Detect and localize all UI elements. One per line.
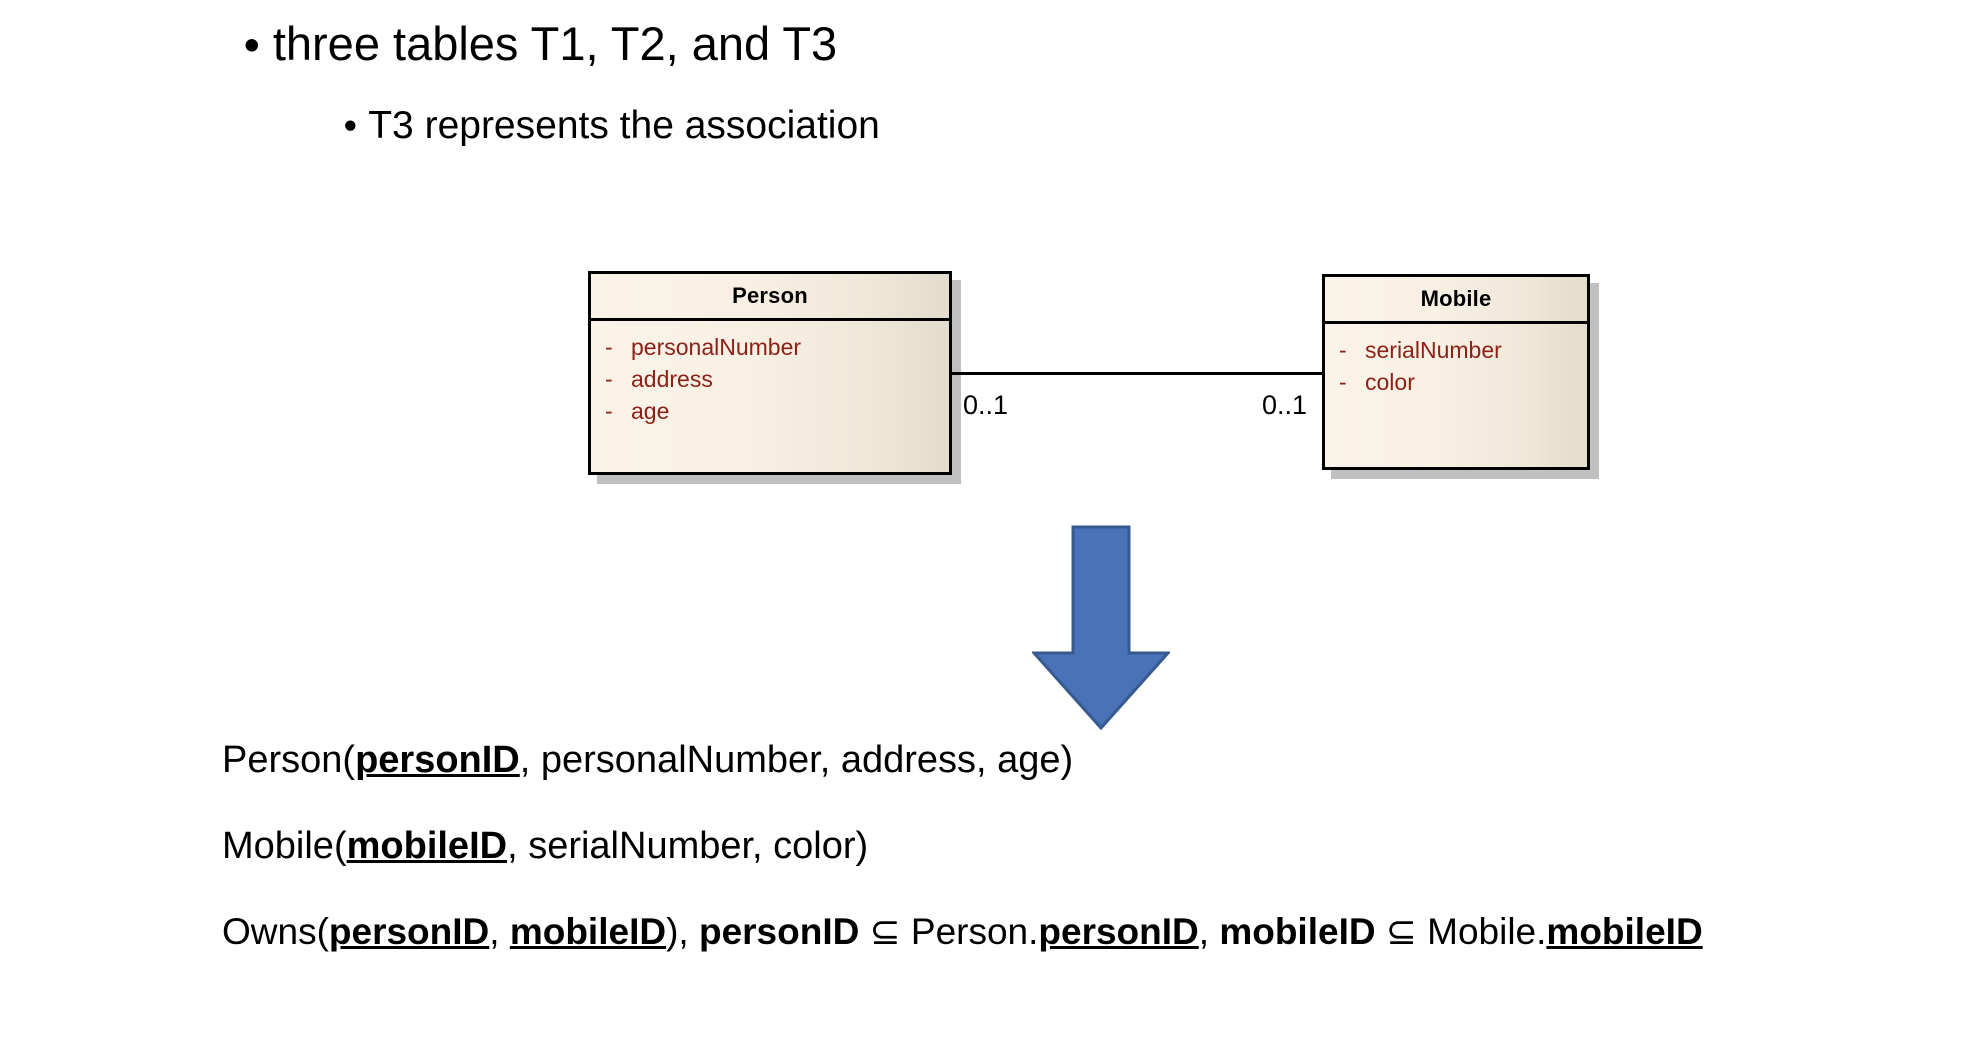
bullet-dot-icon: ● xyxy=(243,28,261,61)
uml-attribute-row: - personalNumber xyxy=(591,331,949,363)
uml-attribute-name: serialNumber xyxy=(1365,337,1502,363)
uml-class-person-title: Person xyxy=(591,274,949,321)
schema-token-key: personID xyxy=(355,739,520,781)
uml-class-person: Person - personalNumber - address - age xyxy=(588,271,952,475)
uml-class-mobile-attributes: - serialNumber - color xyxy=(1325,324,1587,408)
multiplicity-right: 0..1 xyxy=(1262,390,1308,420)
uml-attribute-visibility: - xyxy=(605,334,613,360)
uml-class-mobile-title: Mobile xyxy=(1325,277,1587,324)
schema-line-person: Person(personID, personalNumber, address… xyxy=(222,739,1074,782)
schema-token-key: mobileID xyxy=(509,911,667,952)
bullet-level1-text: three tables T1, T2, and T3 xyxy=(272,17,838,70)
schema-token-bold: mobileID xyxy=(1219,911,1376,952)
bullet-item-level2: ● T3 represents the association xyxy=(343,104,880,148)
schema-token-plain: ), xyxy=(666,911,699,952)
schema-line-mobile: Mobile(mobileID, serialNumber, color) xyxy=(222,825,869,868)
uml-attribute-name: personalNumber xyxy=(631,334,802,360)
uml-attribute-name: address xyxy=(631,366,713,393)
schema-line-owns: Owns(personID, mobileID), personID ⊆ Per… xyxy=(222,911,1703,953)
multiplicity-left: 0..1 xyxy=(963,390,1009,420)
uml-class-person-attributes: - personalNumber - address - age xyxy=(591,321,949,437)
schema-token-plain: ⊆ Mobile. xyxy=(1375,911,1547,952)
bullet-item-level1: ● three tables T1, T2, and T3 xyxy=(243,17,838,71)
schema-token-plain: , xyxy=(489,911,510,952)
uml-attribute-row: - age xyxy=(591,395,949,427)
uml-attribute-row: - serialNumber xyxy=(1325,334,1587,366)
schema-token-plain: , serialNumber, color) xyxy=(507,825,869,867)
uml-attribute-visibility: - xyxy=(605,366,613,393)
uml-attribute-row: - color xyxy=(1325,366,1587,398)
schema-token-key: personID xyxy=(1038,911,1199,952)
schema-token-bold: personID xyxy=(698,911,860,952)
schema-token-plain: , xyxy=(1198,911,1220,952)
association-line xyxy=(950,372,1324,375)
uml-attribute-visibility: - xyxy=(605,398,613,425)
schema-token-key: mobileID xyxy=(1546,911,1703,952)
uml-class-mobile: Mobile - serialNumber - color xyxy=(1322,274,1590,470)
bullet-level2-text: T3 represents the association xyxy=(368,104,880,147)
schema-token-plain: Person( xyxy=(222,739,356,781)
bullet-dot-icon: ● xyxy=(343,111,358,139)
schema-token-plain: ⊆ Person. xyxy=(859,911,1039,952)
uml-attribute-name: age xyxy=(631,398,670,425)
schema-token-key: mobileID xyxy=(346,825,508,867)
down-arrow-icon xyxy=(1032,525,1170,731)
uml-attribute-visibility: - xyxy=(1339,337,1347,363)
schema-token-plain: , personalNumber, address, age) xyxy=(519,739,1074,781)
uml-attribute-visibility: - xyxy=(1339,369,1347,396)
uml-attribute-row: - address xyxy=(591,363,949,395)
schema-token-key: personID xyxy=(328,911,490,952)
uml-attribute-name: color xyxy=(1365,369,1415,396)
schema-token-plain: Mobile( xyxy=(222,825,347,867)
schema-token-plain: Owns( xyxy=(222,911,329,952)
